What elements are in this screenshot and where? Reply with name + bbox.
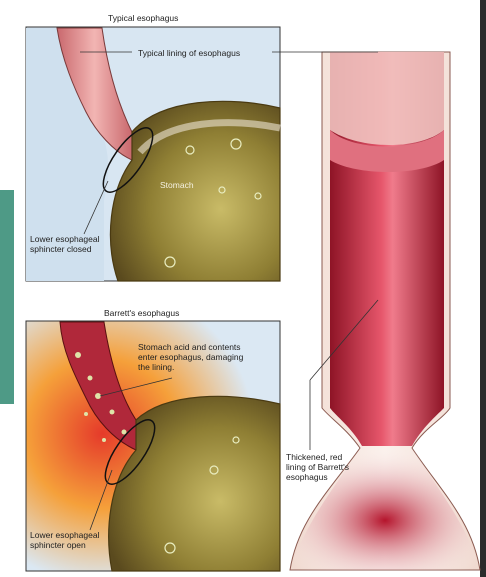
barrett-label-line3: esophagus bbox=[286, 472, 328, 482]
barrett-label-line1: Thickened, red bbox=[286, 452, 342, 462]
typical-lining-label: Typical lining of esophagus bbox=[136, 48, 242, 58]
les-open-label-line1: Lower esophageal bbox=[30, 530, 99, 540]
panel2-title: Barrett's esophagus bbox=[104, 308, 179, 318]
stomach-label: Stomach bbox=[160, 180, 194, 190]
barretts-lining-closeup bbox=[272, 52, 480, 570]
panel1-title: Typical esophagus bbox=[108, 13, 178, 23]
les-open-label-line2: sphincter open bbox=[30, 540, 86, 550]
acid-label-line3: the lining. bbox=[138, 362, 174, 372]
acid-label-line2: enter esophagus, damaging bbox=[138, 352, 243, 362]
acid-label-line1: Stomach acid and contents bbox=[138, 342, 241, 352]
barrett-label-line2: lining of Barrett's bbox=[286, 462, 349, 472]
les-closed-label-line2: sphincter closed bbox=[30, 244, 91, 254]
les-closed-label-line1: Lower esophageal bbox=[30, 234, 99, 244]
